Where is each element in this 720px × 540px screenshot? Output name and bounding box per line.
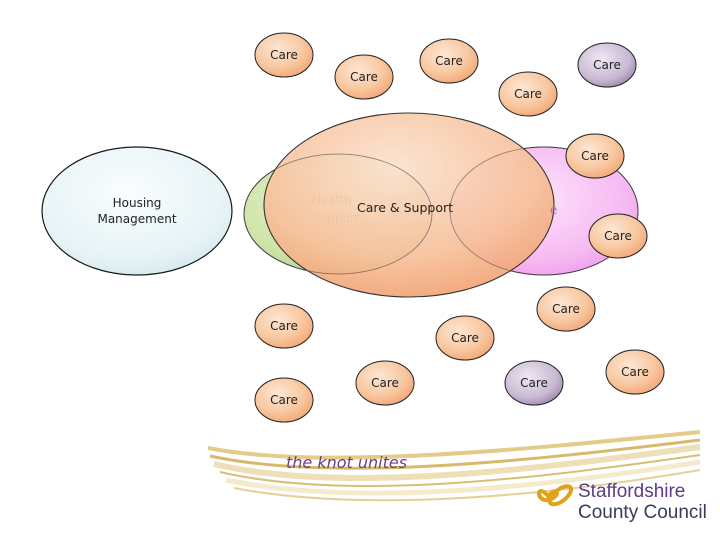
central-label: Care & Support	[357, 200, 453, 215]
care-node-label: Care	[435, 54, 463, 68]
knot-logo-icon	[537, 484, 574, 507]
care-node-label: Care	[270, 48, 298, 62]
care-node-label: Care	[371, 376, 399, 390]
care-node-label: Care	[552, 302, 580, 316]
care-node: Care	[565, 133, 625, 179]
care-node-label: Care	[270, 319, 298, 333]
care-node: Care	[536, 286, 596, 332]
care-node-label: Care	[581, 149, 609, 163]
org-name-line2: County Council	[578, 502, 707, 523]
care-node: Care	[435, 315, 495, 361]
care-node-label: Care	[270, 393, 298, 407]
care-node-label: Care	[514, 87, 542, 101]
care-node-label: Care	[350, 70, 378, 84]
care-node: Care	[588, 213, 648, 259]
central-care-support-circle	[263, 112, 555, 298]
care-node-label: Care	[451, 331, 479, 345]
org-name-line1: Staffordshire	[578, 481, 685, 502]
care-node-label: Care	[621, 365, 649, 379]
care-node: Care	[334, 54, 394, 100]
staffordshire-logo: Staffordshire County Council	[537, 481, 707, 523]
care-node: Care	[355, 360, 415, 406]
care-node: Care	[504, 360, 564, 406]
care-node-label: Care	[520, 376, 548, 390]
care-node: Care	[605, 349, 665, 395]
housing-management-node: Housing Management	[41, 146, 233, 276]
footer-swoosh	[207, 430, 701, 502]
ghost-right-label: e	[550, 203, 557, 217]
care-node: Care	[254, 303, 314, 349]
housing-label-line2: Management	[97, 212, 176, 226]
care-node: Care	[419, 38, 479, 84]
ghost-health-label: Health	[312, 193, 351, 207]
tagline: the knot unites	[286, 453, 407, 472]
housing-label-line1: Housing	[113, 196, 162, 210]
care-node: Care	[254, 32, 314, 78]
care-node-label: Care	[593, 58, 621, 72]
care-node: Care	[254, 377, 314, 423]
care-node: Care	[577, 42, 637, 88]
ghost-support-label: Support	[312, 211, 360, 225]
care-node-label: Care	[604, 229, 632, 243]
care-node: Care	[498, 71, 558, 117]
